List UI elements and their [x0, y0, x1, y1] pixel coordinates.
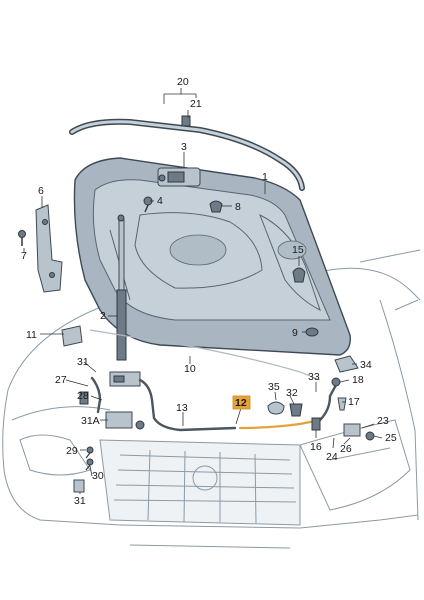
callout-31A: 31A: [81, 415, 100, 427]
callout-3: 3: [181, 141, 187, 153]
callout-6: 6: [38, 185, 44, 197]
front-seal: [89, 329, 321, 381]
callout-16: 16: [310, 441, 322, 453]
buffer-stop: [292, 267, 306, 283]
callout-25: 25: [385, 432, 397, 444]
callout-18: 18: [352, 374, 364, 386]
lock-carrier: [61, 325, 83, 347]
callout-10: 10: [184, 363, 196, 375]
callout-2: 2: [100, 310, 106, 322]
callout-35: 35: [268, 381, 280, 393]
seal-clip: [181, 115, 191, 127]
bonnet-panel: [73, 157, 351, 356]
callout-4: 4: [157, 195, 163, 207]
release-cable-highlighted: [238, 418, 322, 430]
callout-9: 9: [292, 327, 298, 339]
callout-31-bottom: 31: [74, 495, 86, 507]
screw-29-icon: [85, 446, 94, 459]
callout-26: 26: [340, 443, 352, 455]
callout-21: 21: [190, 98, 202, 110]
hood-hinge: [35, 204, 63, 293]
callout-labels: 20 21 3 1 6 4 8 7 15 2 11 9 10 34 31 27 …: [21, 76, 397, 507]
callout-12-highlight: [232, 395, 251, 410]
insulation-cap: [267, 401, 285, 415]
release-mechanism: [79, 371, 237, 432]
callout-32: 32: [286, 387, 298, 399]
callout-11: 11: [26, 329, 37, 341]
bolt-7-icon: [18, 230, 26, 246]
callout-17: 17: [348, 396, 360, 408]
callout-27: 27: [55, 374, 67, 386]
support-bracket: [334, 355, 359, 373]
callout-33: 33: [308, 371, 320, 383]
callout-20: 20: [177, 76, 189, 88]
callout-30: 30: [92, 470, 104, 482]
callout-8: 8: [235, 201, 241, 213]
hood-lock: [157, 167, 201, 187]
car-body: [2, 249, 421, 549]
callout-34: 34: [360, 359, 372, 371]
gas-strut: [116, 214, 127, 361]
callout-15: 15: [292, 244, 304, 256]
brand-emblem: [192, 465, 218, 491]
retainer-clip: [289, 403, 303, 417]
callout-23: 23: [377, 415, 389, 427]
rubber-buffer: [209, 200, 223, 213]
callout-24: 24: [326, 451, 338, 463]
grommet: [305, 327, 319, 337]
callout-28: 28: [77, 390, 89, 402]
leader-lines: [23, 88, 383, 494]
callout-12: 12: [235, 397, 247, 409]
callout-13: 13: [176, 402, 188, 414]
callout-7: 7: [21, 250, 27, 262]
callout-31-top: 31: [77, 356, 89, 368]
callout-29: 29: [66, 445, 78, 457]
screw-30-icon: [85, 458, 94, 471]
switch-31: [73, 479, 85, 493]
front-grille: [113, 449, 297, 524]
callout-1: 1: [262, 171, 268, 183]
release-lever-group: [311, 377, 375, 441]
